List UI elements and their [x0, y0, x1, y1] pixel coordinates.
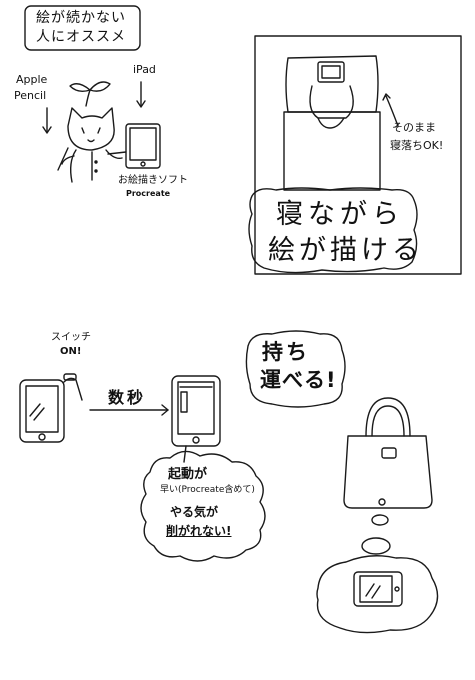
caption-line-1: 絵が続かない [36, 10, 126, 26]
startup-bubble-line-4: 削がれない! [166, 524, 232, 538]
app-name: Procreate [126, 189, 171, 198]
note-arrow-head [383, 94, 390, 100]
cat-character [58, 82, 126, 182]
headline-line-2: 絵が描ける [268, 235, 423, 266]
carry-bubble [246, 331, 345, 407]
startup-bubble [141, 451, 265, 561]
top-right-frame [255, 36, 461, 274]
thought-dot [362, 538, 390, 554]
app-label: お絵描きソフト [118, 175, 188, 186]
carry-headline-line-2: 運べる! [260, 368, 337, 392]
sleep-note-line-1: そのまま [392, 121, 436, 134]
bag-sketch [344, 398, 432, 508]
apple-pencil-label-2: Pencil [14, 89, 47, 102]
apple-pencil-arrow [43, 108, 51, 133]
startup-bubble-line-2: 早い(Procreate含めて) [160, 485, 255, 495]
note-arrow [386, 96, 398, 126]
ipad-label: iPad [133, 63, 156, 76]
caption-line-2: 人にオススメ [36, 29, 126, 45]
sleep-note-line-2: 寝落ちOK! [390, 139, 444, 152]
ipad-off [20, 380, 64, 442]
ipad-in-cloud [354, 572, 402, 606]
thought-dot [372, 515, 388, 525]
startup-bubble-line-1: 起動が [168, 467, 208, 482]
thought-cloud [317, 556, 438, 633]
seconds-arrow [90, 405, 168, 415]
finger-sketch [64, 378, 82, 400]
carry-headline-line-1: 持ち [262, 340, 310, 364]
ipad-sketch [126, 124, 160, 168]
seconds-label: 数秒 [108, 388, 147, 407]
bed-sketch [284, 56, 380, 190]
bubble-tail [184, 446, 186, 462]
thought-dot [379, 499, 385, 505]
switch-label-line-2: ON! [60, 346, 82, 357]
startup-bubble-line-3: やる気が [170, 505, 219, 519]
switch-label-line-1: スイッチ [51, 332, 91, 343]
apple-pencil-label-1: Apple [16, 73, 48, 86]
headline-line-1: 寝ながら [276, 199, 404, 230]
headline-bubble [249, 188, 417, 273]
ipad-arrow [137, 82, 145, 107]
caption-box [25, 6, 140, 50]
ipad-on [172, 376, 220, 446]
